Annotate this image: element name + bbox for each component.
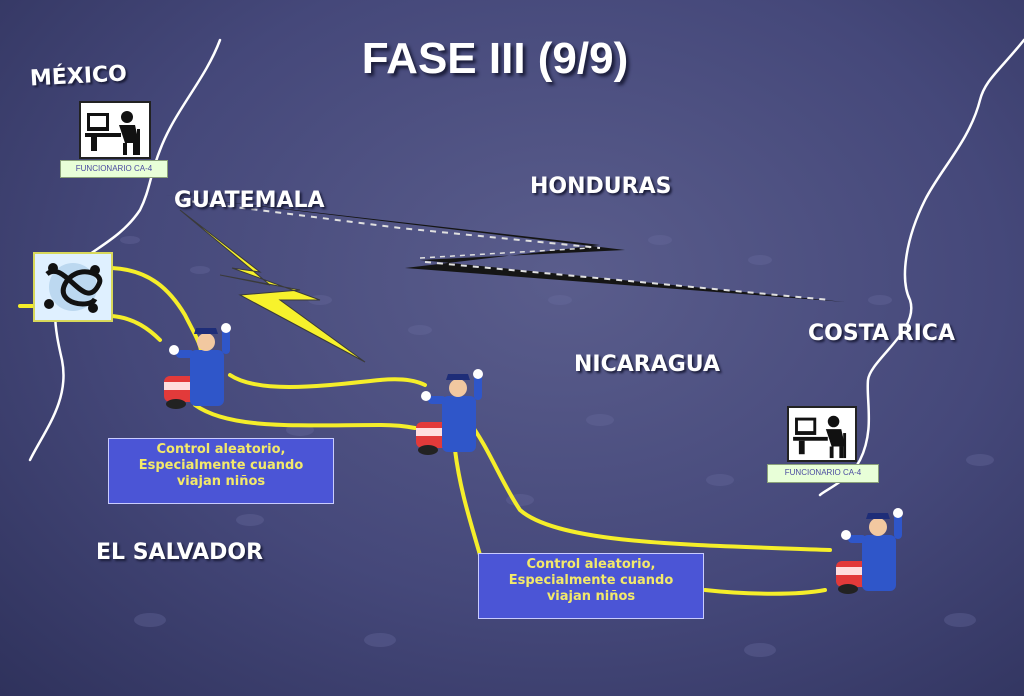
tangled-people-drawing [44,263,103,313]
border-lines [28,38,1024,497]
note-line: Especialmente cuando [138,458,304,473]
note-line: viajan niños [176,474,266,489]
zigzag-strip [165,195,845,302]
label-el-salvador: EL SALVADOR [96,540,264,565]
officer-tag: FUNCIONARIO CA-4 [60,160,168,178]
label-costa-rica: COSTA RICA [808,321,955,346]
computer-operator-drawing [85,111,140,155]
label-honduras: HONDURAS [530,174,672,199]
officer-tag: FUNCIONARIO CA-4 [767,464,879,483]
note-line: Especialmente cuando [508,573,674,588]
tangled-people-icon [33,252,113,322]
control-note: Control aleatorio, Especialmente cuando … [478,553,704,619]
note-line: Control aleatorio, [526,557,656,572]
route-lines [18,266,832,596]
slide-title: FASE III (9/9) [361,34,629,83]
label-nicaragua: NICARAGUA [574,352,721,377]
control-note: Control aleatorio, Especialmente cuando … [108,438,334,504]
label-mexico: MÉXICO [29,61,128,92]
traffic-officer-icon [164,323,231,409]
traffic-officer-icon [416,369,483,455]
note-line: Control aleatorio, [156,442,286,457]
computer-operator-icon [787,406,857,462]
computer-operator-drawing [793,415,847,459]
computer-operator-icon [79,101,151,159]
label-guatemala: GUATEMALA [174,188,325,213]
traffic-officer-icon [836,508,903,594]
note-line: viajan niños [546,589,636,604]
lightning-icon [179,209,366,363]
